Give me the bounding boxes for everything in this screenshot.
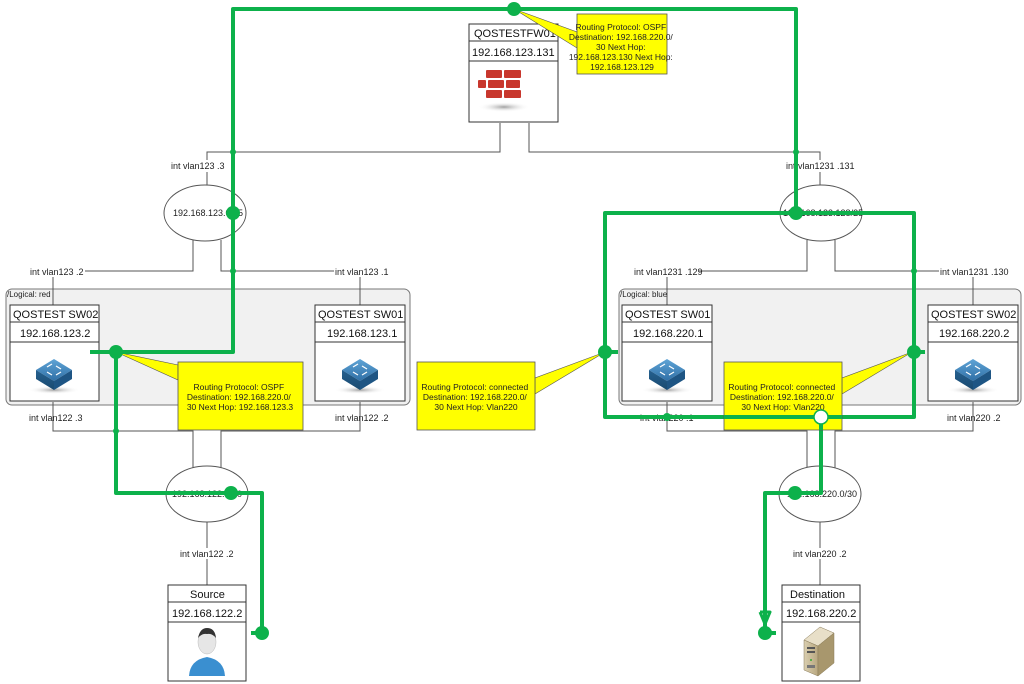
link-fw-left: [206, 123, 501, 186]
path-dot: [598, 345, 612, 359]
user-icon: [189, 628, 225, 676]
node-name: QOSTEST SW01: [318, 309, 403, 321]
switch-icon: [947, 359, 999, 394]
network-left-upper[interactable]: 192.168.123.0/25: [163, 184, 247, 242]
node-ip: 192.168.123.1: [327, 328, 397, 340]
if-fw-right: int vlan1231 .131: [786, 161, 855, 171]
if-red-sw01-down: int vlan122 .2: [335, 413, 389, 423]
group-blue-label: /Logical: blue: [620, 290, 668, 299]
path-dot: [113, 428, 119, 434]
if-blue-sw01-up: int vlan1231 .129: [634, 267, 703, 277]
link-sw01-lowernet: [220, 402, 361, 468]
if-source-up: int vlan122 .2: [180, 549, 234, 559]
server-icon: [803, 626, 835, 677]
if-red-sw02-down: int vlan122 .3: [29, 413, 83, 423]
link-sw02-lowernet: [52, 402, 194, 468]
path-dot: [663, 413, 671, 421]
callout-fw: Routing Protocol: OSPF Destination: 192.…: [569, 13, 675, 75]
link-rightnet-sw01: [666, 240, 808, 308]
svg-text:Routing Protocol: OSPF D: Routing Protocol: OSPF Destination: 192.…: [187, 382, 294, 412]
callout-red: Routing Protocol: OSPF Destination: 192.…: [177, 361, 304, 431]
node-blue-sw02[interactable]: QOSTEST SW02 192.168.220.2: [927, 304, 1019, 402]
path-dot: [255, 626, 269, 640]
path-dot: [109, 345, 123, 359]
node-ip: 192.168.123.2: [20, 328, 90, 340]
node-ip: 192.168.220.1: [633, 328, 703, 340]
group-red: /Logical: red: [5, 288, 411, 406]
path-junction-open: [813, 409, 829, 425]
path-dot: [911, 268, 917, 274]
node-ip: 192.168.220.2: [786, 608, 856, 620]
link-bsw02-lowernet: [834, 402, 974, 468]
node-name: QOSTESTFW01: [474, 28, 556, 40]
link-fw-right: [528, 123, 821, 186]
path-nodes: [109, 2, 921, 640]
node-red-sw02[interactable]: QOSTEST SW02 192.168.123.2: [9, 304, 100, 402]
node-ip: 192.168.220.2: [939, 328, 1009, 340]
node-firewall[interactable]: QOSTESTFW01 192.168.123.131: [468, 23, 559, 123]
link-leftnet-sw02: [52, 240, 194, 308]
node-blue-sw01[interactable]: QOSTEST SW01 192.168.220.1: [621, 304, 713, 402]
node-name: QOSTEST SW02: [13, 309, 98, 321]
svg-text:Routing Protocol: connected: Routing Protocol: connected Destination:…: [421, 382, 530, 412]
link-rightnet-sw02: [834, 240, 974, 308]
path-dot: [758, 626, 772, 640]
path-dot: [507, 2, 521, 16]
node-name: Source: [190, 589, 225, 601]
if-blue-sw02-down: int vlan220 .2: [947, 413, 1001, 423]
path-dot: [793, 149, 799, 155]
path-dot: [230, 149, 236, 155]
if-dest-up: int vlan220 .2: [793, 549, 847, 559]
path-dot: [907, 345, 921, 359]
firewall-icon: [478, 70, 530, 112]
svg-text:Routing Protocol: OSPF D: Routing Protocol: OSPF Destination: 192.…: [569, 22, 675, 72]
if-red-sw01-up: int vlan123 .1: [335, 267, 389, 277]
switch-icon: [641, 359, 693, 394]
node-name: QOSTEST SW01: [625, 309, 710, 321]
if-blue-sw02-up: int vlan1231 .130: [940, 267, 1009, 277]
callout-blue-left: Routing Protocol: connected Destination:…: [416, 361, 536, 431]
switch-icon: [28, 359, 80, 394]
path-dot: [789, 206, 803, 220]
path-dot: [230, 268, 236, 274]
group-red-label: /Logical: red: [7, 290, 51, 299]
path-dot: [226, 206, 240, 220]
path-dot: [224, 486, 238, 500]
node-red-sw01[interactable]: QOSTEST SW01 192.168.123.1: [314, 304, 406, 402]
node-source[interactable]: Source 192.168.122.2: [167, 584, 247, 682]
node-ip: 192.168.123.131: [472, 47, 555, 59]
node-name: Destination: [790, 589, 845, 601]
svg-text:Routing Protocol: connected: Routing Protocol: connected Destination:…: [728, 382, 837, 412]
path-segment: [90, 7, 916, 419]
link-leftnet-sw01: [220, 240, 361, 308]
node-ip: 192.168.122.2: [172, 608, 242, 620]
node-name: QOSTEST SW02: [931, 309, 1016, 321]
callout-pointers: [115, 8, 913, 395]
switch-icon: [334, 359, 386, 394]
if-red-sw02-up: int vlan123 .2: [30, 267, 84, 277]
node-destination[interactable]: Destination 192.168.220.2: [781, 584, 861, 682]
svg-text:192.168.123.0/25: 192.168.123.0/25: [173, 208, 243, 218]
if-fw-left: int vlan123 .3: [171, 161, 225, 171]
path-dot: [788, 486, 802, 500]
